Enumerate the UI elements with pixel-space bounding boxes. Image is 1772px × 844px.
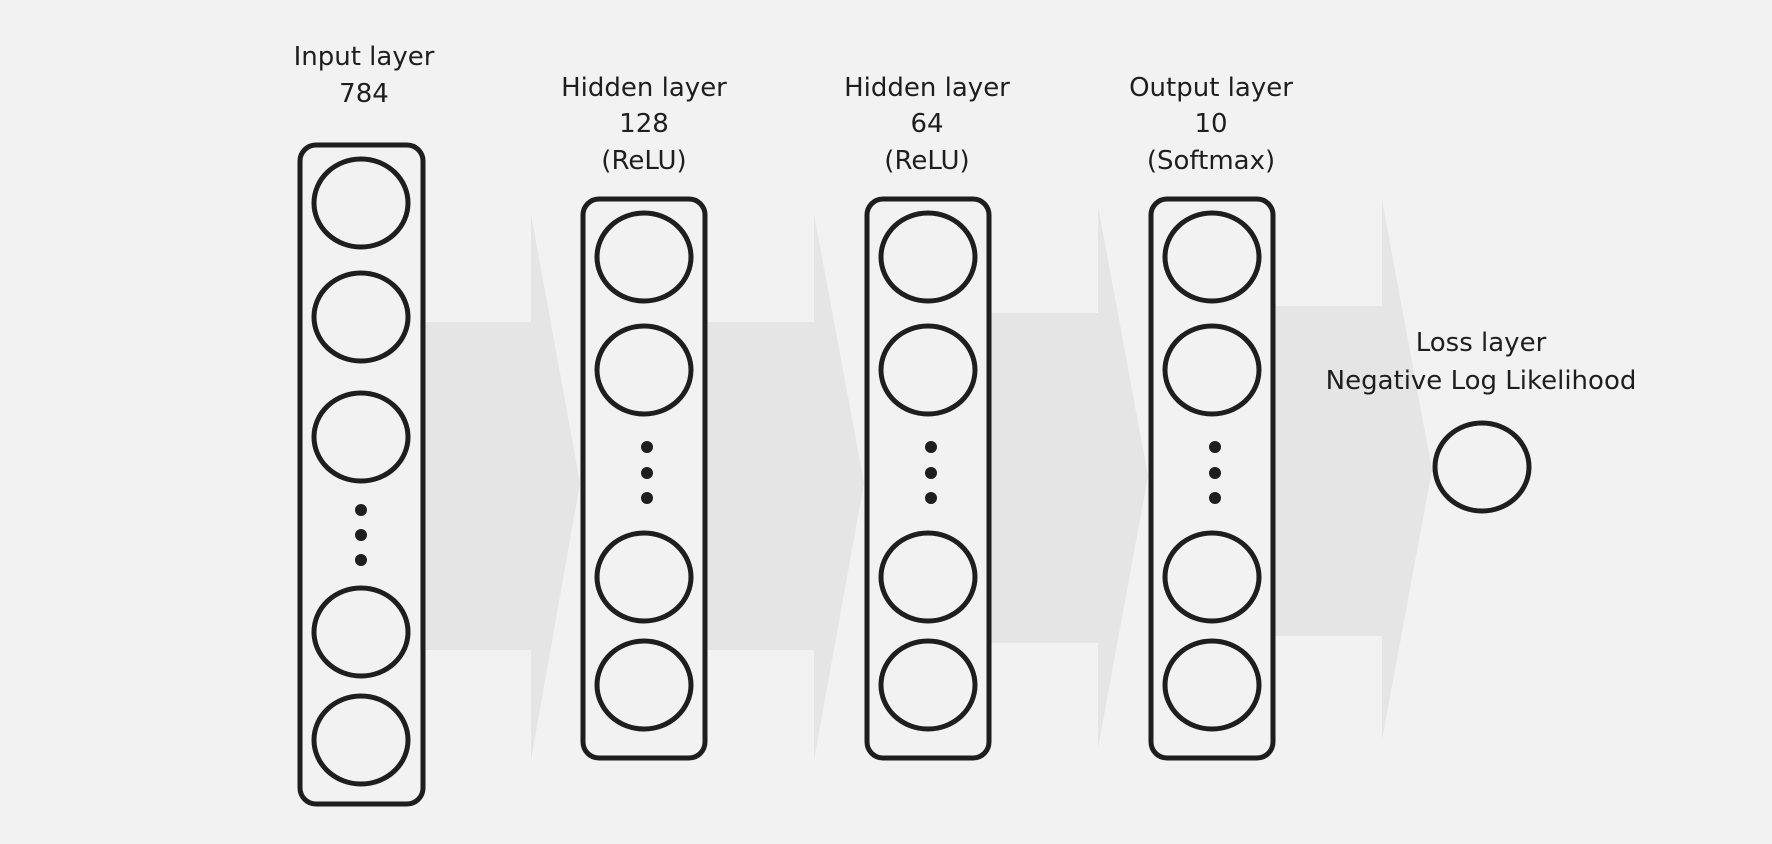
flow-arrows bbox=[420, 200, 1432, 760]
neuron bbox=[1162, 323, 1262, 417]
neuron bbox=[1162, 530, 1262, 624]
output-layer-title: Output layer bbox=[1129, 73, 1293, 103]
flow-arrow-hidden1-to-hidden2 bbox=[704, 214, 864, 760]
output-layer-activation: (Softmax) bbox=[1147, 146, 1275, 176]
loss-neuron bbox=[1432, 420, 1532, 514]
neuron bbox=[1162, 210, 1262, 304]
input-layer-units: 784 bbox=[339, 79, 389, 109]
output-layer-units: 10 bbox=[1194, 109, 1227, 139]
input-layer: Input layer 784 bbox=[294, 42, 435, 807]
neuron bbox=[594, 530, 694, 624]
hidden-layer-1: Hidden layer 128 (ReLU) bbox=[561, 73, 727, 761]
loss-layer: Loss layer Negative Log Likelihood bbox=[1326, 328, 1637, 514]
hidden-layer-1-box bbox=[580, 196, 708, 761]
neuron bbox=[878, 530, 978, 624]
hidden-layer-2-activation: (ReLU) bbox=[884, 146, 969, 176]
hidden-layer-1-units: 128 bbox=[619, 109, 669, 139]
neuron bbox=[878, 210, 978, 304]
ellipsis-dots bbox=[641, 441, 653, 504]
neuron bbox=[311, 270, 411, 364]
neuron bbox=[878, 638, 978, 732]
flow-arrow-output-to-loss bbox=[1272, 200, 1432, 740]
hidden-layer-1-activation: (ReLU) bbox=[601, 146, 686, 176]
ellipsis-dots bbox=[1209, 441, 1221, 504]
neuron bbox=[594, 638, 694, 732]
neuron bbox=[311, 693, 411, 787]
hidden-layer-2-title: Hidden layer bbox=[844, 73, 1010, 103]
hidden-layer-2-box bbox=[864, 196, 992, 761]
neuron bbox=[311, 156, 411, 250]
output-layer-box bbox=[1148, 196, 1276, 761]
neuron bbox=[878, 323, 978, 417]
hidden-layer-2: Hidden layer 64 (ReLU) bbox=[844, 73, 1010, 761]
neuron bbox=[594, 210, 694, 304]
neuron bbox=[1162, 638, 1262, 732]
ellipsis-dots bbox=[355, 504, 367, 566]
neuron bbox=[311, 390, 411, 484]
hidden-layer-1-title: Hidden layer bbox=[561, 73, 727, 103]
input-layer-box bbox=[297, 142, 426, 807]
neuron bbox=[311, 585, 411, 679]
output-layer: Output layer 10 (Softmax) bbox=[1129, 73, 1293, 761]
hidden-layer-2-units: 64 bbox=[910, 109, 943, 139]
ellipsis-dots bbox=[925, 441, 937, 504]
flow-arrow-hidden2-to-output bbox=[988, 206, 1148, 748]
flow-arrow-input-to-hidden1 bbox=[420, 214, 580, 760]
loss-layer-subtitle: Negative Log Likelihood bbox=[1326, 366, 1637, 396]
input-layer-title: Input layer bbox=[294, 42, 435, 72]
neuron bbox=[594, 323, 694, 417]
loss-layer-title: Loss layer bbox=[1416, 328, 1547, 358]
